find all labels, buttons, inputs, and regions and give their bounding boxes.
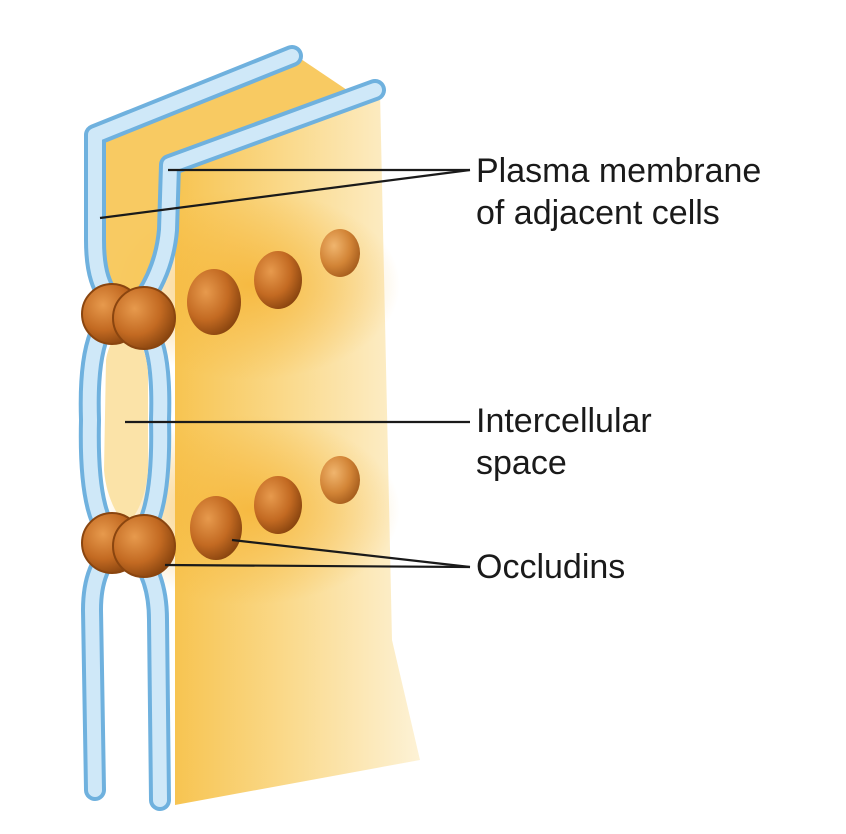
- occludins-label: Occludins: [476, 546, 625, 588]
- intercellular-space: [104, 322, 148, 525]
- occludin-pair-lower: [81, 512, 176, 578]
- occludin-protein: [187, 269, 241, 335]
- intercellular-space-label-line2: space: [476, 444, 567, 482]
- plasma-membrane-label-line2: of adjacent cells: [476, 194, 720, 232]
- plasma-membrane-label-line1: Plasma membrane: [476, 152, 762, 190]
- occludin-protein: [254, 476, 302, 534]
- plasma-membrane-label: Plasma membrane of adjacent cells: [476, 150, 761, 234]
- occludin-protein: [320, 456, 360, 504]
- leader-line-occludin-far: [231, 538, 471, 569]
- leader-lines: [99, 168, 471, 569]
- occludin-protein: [320, 229, 360, 277]
- occludins-label-line1: Occludins: [476, 548, 626, 586]
- left-cell-cytoplasm: [90, 55, 350, 790]
- occludin-protein: [254, 251, 302, 309]
- leader-line-plasma-left: [99, 168, 471, 220]
- occludin-protein: [112, 514, 176, 578]
- occludin-protein: [190, 496, 242, 560]
- occludin-row-upper: [187, 229, 360, 335]
- leader-line-occludin-pair: [164, 563, 471, 569]
- occludin-protein: [112, 286, 176, 350]
- occludin-pair-upper: [81, 283, 176, 350]
- intercellular-space-label: Intercellular space: [476, 400, 652, 484]
- intercellular-space-label-line1: Intercellular: [476, 402, 652, 440]
- occludin-row-lower: [190, 456, 360, 560]
